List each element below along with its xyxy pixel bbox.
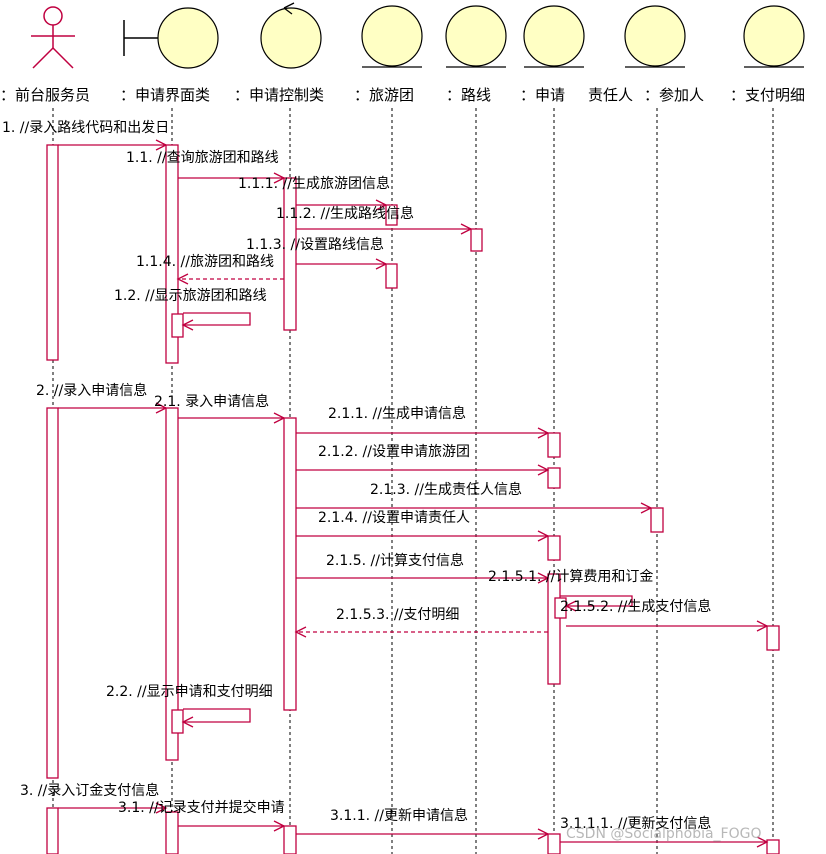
object-label-front-desk: ：前台服务员 [0,86,90,104]
message-1: 1. //录入路线代码和出发日 [2,120,169,136]
message-2-1-3: 2.1.3. //生成责任人信息 [370,481,522,498]
message-3: 3. //录入订金支付信息 [20,782,159,799]
activation-bars [46,144,780,854]
message-2-1-4: 2.1.4. //设置申请责任人 [318,510,470,526]
entity-icon-route [445,5,507,68]
message-2-2: 2.2. //显示申请和支付明细 [106,684,273,700]
message-2: 2. //录入申请信息 [36,382,147,399]
object-label-route: ：路线 [446,86,491,104]
message-1-1-1: 1.1.1. //生成旅游团信息 [238,175,390,192]
entity-icon-application [523,5,585,68]
object-label-control-class: ：申请控制类 [234,86,324,104]
object-label-application: ：申请 [520,86,565,104]
message-2-1-2: 2.1.2. //设置申请旅游团 [318,444,470,460]
message-1-1: 1.1. //查询旅游团和路线 [126,150,279,166]
message-1-1-3: 1.1.3. //设置路线信息 [246,236,384,253]
entity-icon-payment [743,5,805,68]
message-labels: 1. //录入路线代码和出发日 1.1. //查询旅游团和路线 1.1.1. /… [2,120,711,832]
message-3-1-1-1: 3.1.1.1. //更新支付信息 [560,815,711,832]
message-2-1-5-1: 2.1.5.1. //计算费用和订金 [488,569,653,585]
message-2-1-5-3: 2.1.5.3. //支付明细 [336,607,459,623]
message-2-1: 2.1. 录入申请信息 [154,393,269,410]
message-3-1-1: 3.1.1. //更新申请信息 [330,807,468,824]
message-2-1-5-2: 2.1.5.2. //生成支付信息 [560,598,711,615]
entity-icon-tour [361,5,423,68]
actor-icon [31,6,75,69]
message-3-1: 3.1. //记录支付并提交申请 [118,799,285,816]
message-1-1-4: 1.1.4. //旅游团和路线 [136,254,274,270]
message-1-2: 1.2. //显示旅游团和路线 [114,288,267,304]
object-label-participant: ：参加人 [644,86,704,104]
message-arrows [58,139,769,848]
message-1-1-2: 1.1.2. //生成路线信息 [276,205,414,222]
watermark: CSDN @Socialphobia_FOGO [566,826,762,842]
object-label-tour: ：旅游团 [354,86,414,104]
control-icon [260,2,322,69]
boundary-icon [123,7,219,69]
message-2-1-1: 2.1.1. //生成申请信息 [328,405,466,422]
object-label-payment: ：支付明细 [730,86,805,104]
object-label-ui-class: ：申请界面类 [120,86,210,104]
object-label-responsible: 责任人 [588,86,633,104]
message-2-1-5: 2.1.5. //计算支付信息 [326,552,464,569]
entity-icon-participant [624,5,686,68]
